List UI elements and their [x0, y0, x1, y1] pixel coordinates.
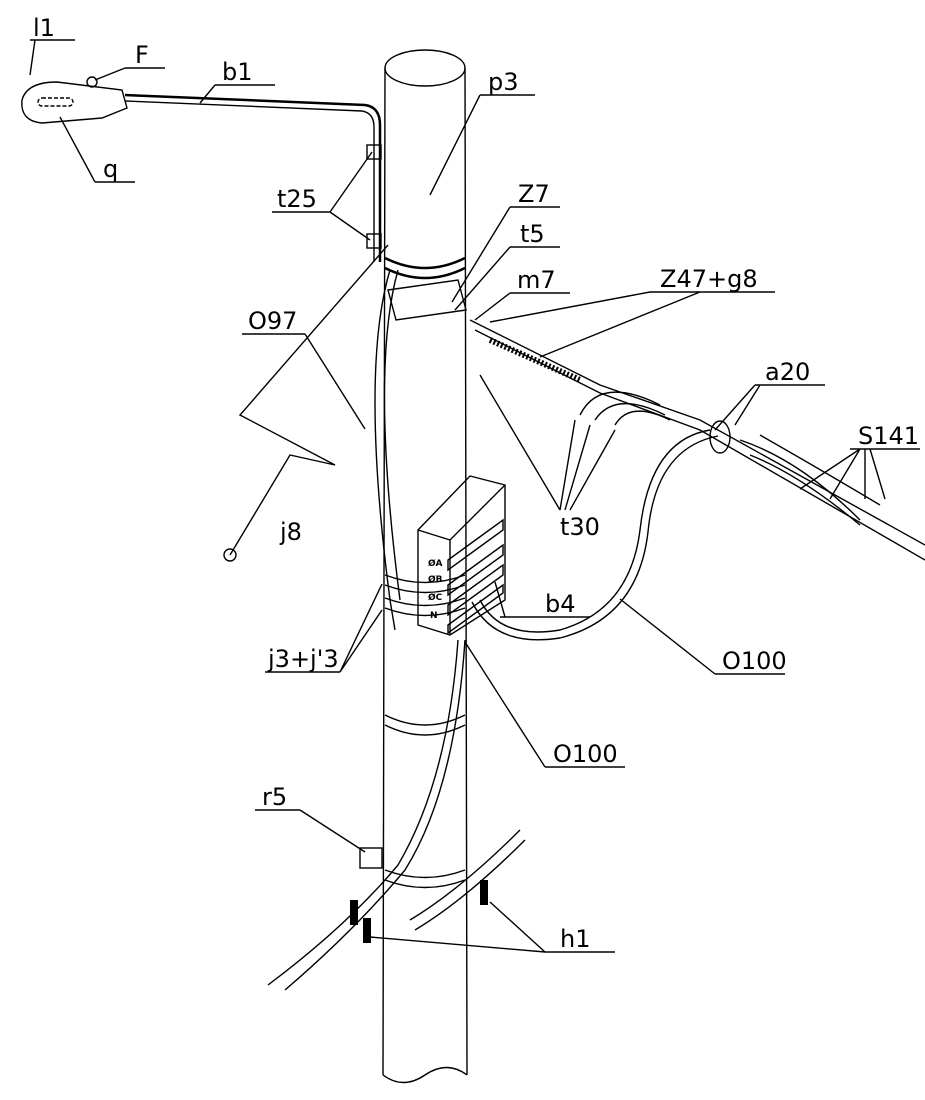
cable-o97 [374, 269, 396, 631]
cable-right-down [409, 829, 526, 931]
label-j8: j8 [279, 518, 302, 546]
clamp-lower [366, 233, 382, 249]
clamp-upper [366, 144, 382, 160]
label-l1: l1 [33, 14, 55, 42]
service-cable [469, 319, 925, 546]
phase-c-label: ØC [428, 592, 443, 603]
label-r5: r5 [262, 783, 287, 811]
bracket-arm [124, 93, 382, 262]
neutral-label: N [430, 611, 438, 621]
label-Z47-g8: Z47+g8 [660, 265, 758, 293]
label-a20: a20 [765, 358, 810, 386]
phase-a-label: ØA [428, 558, 442, 569]
label-t30: t30 [560, 513, 600, 541]
street-light [21, 76, 128, 124]
label-b4: b4 [545, 590, 576, 618]
distribution-box: ØA ØB ØC N [417, 475, 506, 636]
tap-connectors [579, 391, 671, 426]
insulation-piercing-3 [480, 880, 488, 905]
insulation-piercing-1 [350, 900, 358, 925]
label-b1: b1 [222, 58, 253, 86]
cable-o100-loop-edge [471, 435, 719, 641]
label-O100-right: O100 [722, 647, 787, 675]
label-S141: S141 [858, 422, 919, 450]
phase-b-label: ØB [428, 574, 443, 585]
label-p3: p3 [488, 68, 519, 96]
insulation-piercing-2 [363, 918, 371, 943]
pole-bands [384, 256, 467, 889]
ground-terminal [223, 548, 237, 562]
label-O100-lower: O100 [553, 740, 618, 768]
cable-o97-edge [383, 269, 401, 601]
label-q: q [103, 155, 118, 183]
r5-bracket [359, 847, 383, 869]
label-F: F [135, 41, 149, 69]
spiral-grip [488, 337, 582, 383]
label-t5: t5 [520, 220, 545, 248]
label-j3-j3prime: j3+j'3 [267, 645, 339, 673]
cable-tie [709, 420, 731, 454]
bracket-arm-edge [124, 100, 375, 262]
label-m7: m7 [517, 266, 556, 294]
cable-o100-loop [479, 429, 711, 633]
label-h1: h1 [560, 925, 590, 953]
leader-lines [29, 39, 920, 953]
label-Z7: Z7 [518, 180, 550, 208]
label-t25: t25 [277, 185, 317, 213]
label-O97: O97 [248, 307, 297, 335]
ground-lead [229, 244, 389, 556]
cable-down [267, 639, 466, 991]
